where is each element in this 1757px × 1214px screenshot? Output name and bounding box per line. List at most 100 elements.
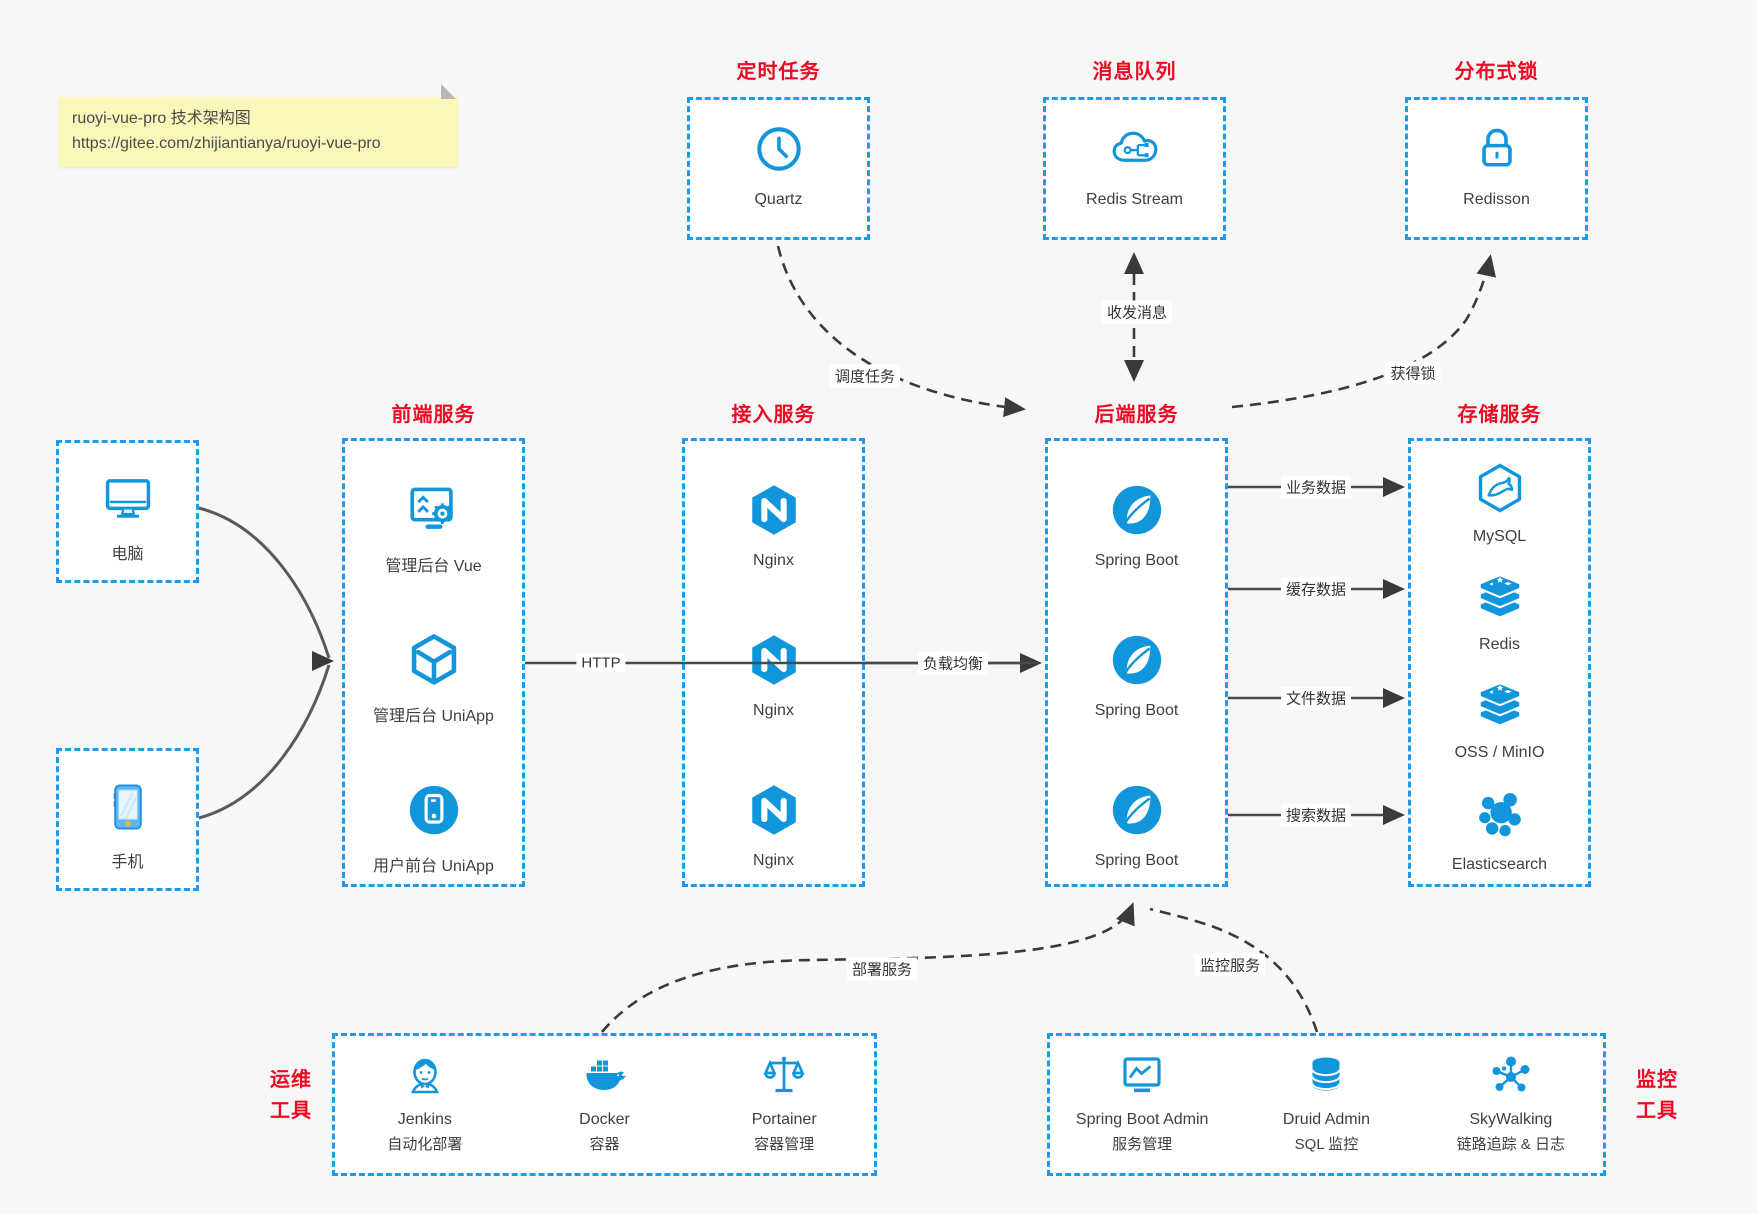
ops-item-docker: Docker 容器 xyxy=(515,1052,695,1154)
druid-icon xyxy=(1302,1052,1350,1105)
edge-label-monitor: 监控服务 xyxy=(1194,953,1266,977)
spring-icon xyxy=(1108,781,1166,844)
item-title: Spring Boot Admin xyxy=(1075,1111,1209,1128)
edge-pc-to-frontend xyxy=(198,506,331,659)
item-subtitle: SQL 监控 xyxy=(1294,1136,1359,1153)
storage-item-oss: OSS / MinIO xyxy=(1411,677,1588,762)
frontend-item-user-uniapp: 用户前台 UniApp xyxy=(345,781,522,876)
group-title-storage: 存储服务 xyxy=(1457,404,1542,426)
item-label: Spring Boot xyxy=(1094,552,1179,569)
oss-icon xyxy=(1473,677,1527,736)
edge-label-message: 收发消息 xyxy=(1101,300,1173,324)
edge-label-file-data: 文件数据 xyxy=(1280,686,1352,710)
item-label: MySQL xyxy=(1472,528,1527,545)
elasticsearch-icon xyxy=(1473,789,1527,848)
ops-item-jenkins: Jenkins 自动化部署 xyxy=(335,1052,515,1154)
item-label: Quartz xyxy=(754,191,803,208)
jenkins-icon xyxy=(401,1052,449,1105)
edge-label-search-data: 搜索数据 xyxy=(1280,803,1352,827)
ops-tools-label: 运维 工具 xyxy=(270,1069,312,1122)
skywalking-icon xyxy=(1487,1052,1535,1105)
nginx-icon xyxy=(745,631,803,694)
monitor-item-skywalking: SkyWalking 链路追踪 & 日志 xyxy=(1419,1052,1603,1154)
nginx-icon xyxy=(745,481,803,544)
client-box-mobile: 手机 xyxy=(56,748,199,891)
item-label: Elasticsearch xyxy=(1451,856,1548,873)
group-box-distributed-lock: Redisson xyxy=(1405,97,1588,240)
group-box-storage: MySQL Redis OSS / MinIO Elasticsearch xyxy=(1408,438,1591,887)
gateway-item-nginx-1: Nginx xyxy=(685,481,862,570)
spring-icon xyxy=(1108,631,1166,694)
item-label: Nginx xyxy=(753,552,794,569)
edge-label-lock: 获得锁 xyxy=(1385,361,1441,385)
desktop-icon xyxy=(100,471,156,532)
item-label: OSS / MinIO xyxy=(1454,744,1545,761)
item-subtitle: 容器 xyxy=(589,1136,620,1153)
cube-icon xyxy=(405,631,463,694)
mobile-app-icon xyxy=(405,781,463,844)
edge-mobile-to-frontend xyxy=(198,664,331,820)
redis-icon xyxy=(1473,569,1527,628)
item-label: Redisson xyxy=(1463,191,1530,208)
nginx-icon xyxy=(745,781,803,844)
group-box-frontend: 管理后台 Vue 管理后台 UniApp 用户前台 UniApp xyxy=(342,438,525,887)
group-title-frontend: 前端服务 xyxy=(391,404,476,426)
item-subtitle: 链路追踪 & 日志 xyxy=(1456,1136,1565,1153)
item-label: 用户前台 UniApp xyxy=(373,858,494,875)
monitor-tools-label: 监控 工具 xyxy=(1636,1069,1678,1122)
item-label: Spring Boot xyxy=(1094,852,1179,869)
phone-icon xyxy=(100,779,156,840)
sticky-note: ruoyi-vue-pro 技术架构图 https://gitee.com/zh… xyxy=(58,84,458,167)
storage-item-redis: Redis xyxy=(1411,569,1588,654)
edge-label-cache-data: 缓存数据 xyxy=(1280,577,1352,601)
item-title: Jenkins xyxy=(397,1111,452,1128)
item-label: Nginx xyxy=(753,702,794,719)
backend-item-springboot-1: Spring Boot xyxy=(1048,481,1225,570)
monitor-item-druid: Druid Admin SQL 监控 xyxy=(1234,1052,1418,1154)
edge-label-load-balance: 负载均衡 xyxy=(917,651,989,675)
edge-label-deploy: 部署服务 xyxy=(846,957,918,981)
group-box-message-queue: Redis Stream xyxy=(1043,97,1226,240)
note-fold-corner xyxy=(441,84,456,99)
ops-item-portainer: Portainer 容器管理 xyxy=(694,1052,874,1154)
gateway-item-nginx-3: Nginx xyxy=(685,781,862,870)
group-title-gateway: 接入服务 xyxy=(731,404,816,426)
monitor-item-sba: Spring Boot Admin 服务管理 xyxy=(1050,1052,1234,1154)
note-url: https://gitee.com/zhijiantianya/ruoyi-vu… xyxy=(72,134,381,152)
edge-lock xyxy=(1231,254,1497,409)
item-label: 管理后台 Vue xyxy=(385,558,482,575)
edge-label-schedule: 调度任务 xyxy=(829,364,901,388)
item-label: Spring Boot xyxy=(1094,702,1179,719)
item-title: Docker xyxy=(579,1111,630,1128)
item-subtitle: 容器管理 xyxy=(754,1136,815,1153)
lock-icon xyxy=(1470,122,1524,181)
client-label: 手机 xyxy=(111,854,144,871)
docker-icon xyxy=(581,1052,629,1105)
group-title-message-queue: 消息队列 xyxy=(1092,61,1177,83)
gateway-item-nginx-2: Nginx xyxy=(685,631,862,720)
edge-label-biz-data: 业务数据 xyxy=(1280,475,1352,499)
group-box-backend: Spring Boot Spring Boot Spring Boot xyxy=(1045,438,1228,887)
spring-icon xyxy=(1108,481,1166,544)
group-box-ops-tools: Jenkins 自动化部署 Docker 容器 Portainer 容器管理 xyxy=(332,1033,877,1176)
backend-item-springboot-2: Spring Boot xyxy=(1048,631,1225,720)
group-title-backend: 后端服务 xyxy=(1094,404,1179,426)
item-label: Nginx xyxy=(753,852,794,869)
item-subtitle: 服务管理 xyxy=(1112,1136,1173,1153)
admin-vue-icon xyxy=(405,481,463,544)
frontend-item-admin-vue: 管理后台 Vue xyxy=(345,481,522,576)
group-box-monitor-tools: Spring Boot Admin 服务管理 Druid Admin SQL 监… xyxy=(1047,1033,1606,1176)
group-title-scheduled-job: 定时任务 xyxy=(736,61,821,83)
mysql-icon xyxy=(1473,461,1527,520)
client-box-pc: 电脑 xyxy=(56,440,199,583)
backend-item-springboot-3: Spring Boot xyxy=(1048,781,1225,870)
storage-item-elasticsearch: Elasticsearch xyxy=(1411,789,1588,874)
item-label: Redis xyxy=(1479,636,1520,653)
group-box-scheduled-job: Quartz xyxy=(687,97,870,240)
cloud-stream-icon xyxy=(1108,122,1162,181)
sba-icon xyxy=(1118,1052,1166,1105)
frontend-item-admin-uniapp: 管理后台 UniApp xyxy=(345,631,522,726)
note-title: ruoyi-vue-pro 技术架构图 xyxy=(72,110,251,127)
storage-item-mysql: MySQL xyxy=(1411,461,1588,546)
